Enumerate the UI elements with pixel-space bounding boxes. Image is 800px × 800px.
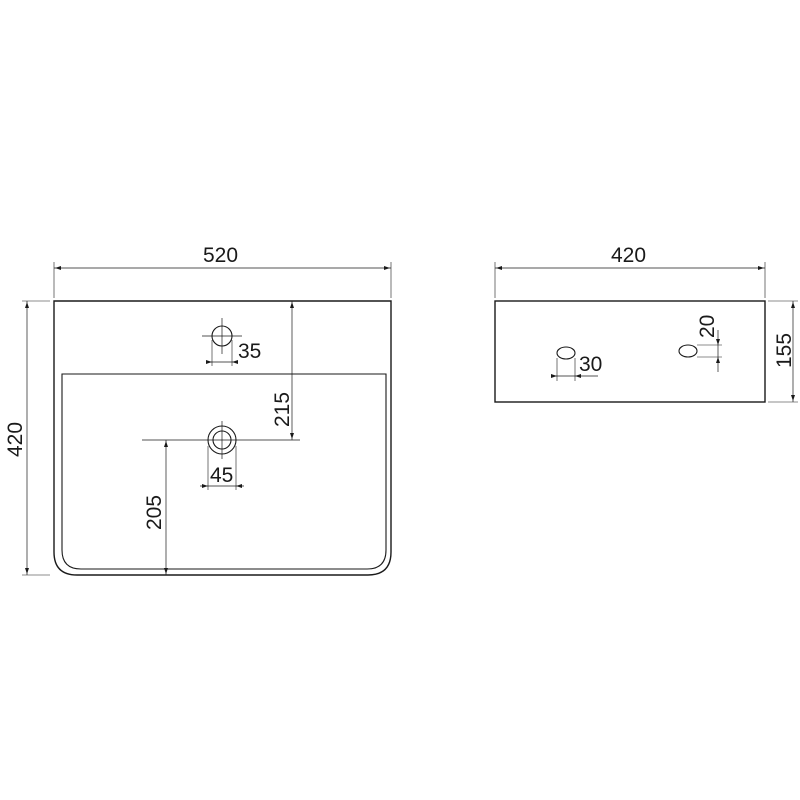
side-height-dimension: 155 [768,300,798,403]
side-outline [494,300,766,403]
front-view: 35 45 215 205 [4,244,392,576]
side-tap-hole-icon [678,344,698,358]
side-width-label: 420 [611,244,646,267]
tap-hole-label: 35 [238,340,261,363]
overflow-hole-icon [556,346,576,360]
height-label: 420 [4,422,27,457]
drain-to-back-label: 215 [271,392,294,427]
side-height-label: 155 [773,333,796,368]
height-dimension: 420 [4,300,50,576]
drain-label: 45 [210,464,233,487]
hole-height-label: 20 [696,315,719,338]
side-width-dimension: 420 [494,244,766,298]
bowl-outline [61,373,387,570]
drain-dimension: 45 [200,446,244,490]
tap-hole-icon [202,318,242,354]
drain-to-front-dimension: 205 [143,440,168,575]
width-label: 520 [203,244,238,267]
drain-to-back-dimension: 215 [271,301,294,440]
hole-diameter-label: 30 [579,353,602,376]
drain-icon [142,421,300,459]
basin-outline [53,300,392,576]
hole-height-dimension: 20 [696,315,722,372]
drain-to-front-label: 205 [143,495,166,530]
tap-hole-dimension: 35 [206,340,261,366]
side-view: 30 20 420 155 [494,244,798,403]
hole-diameter-dimension: 30 [551,353,602,381]
width-dimension: 520 [53,244,392,298]
